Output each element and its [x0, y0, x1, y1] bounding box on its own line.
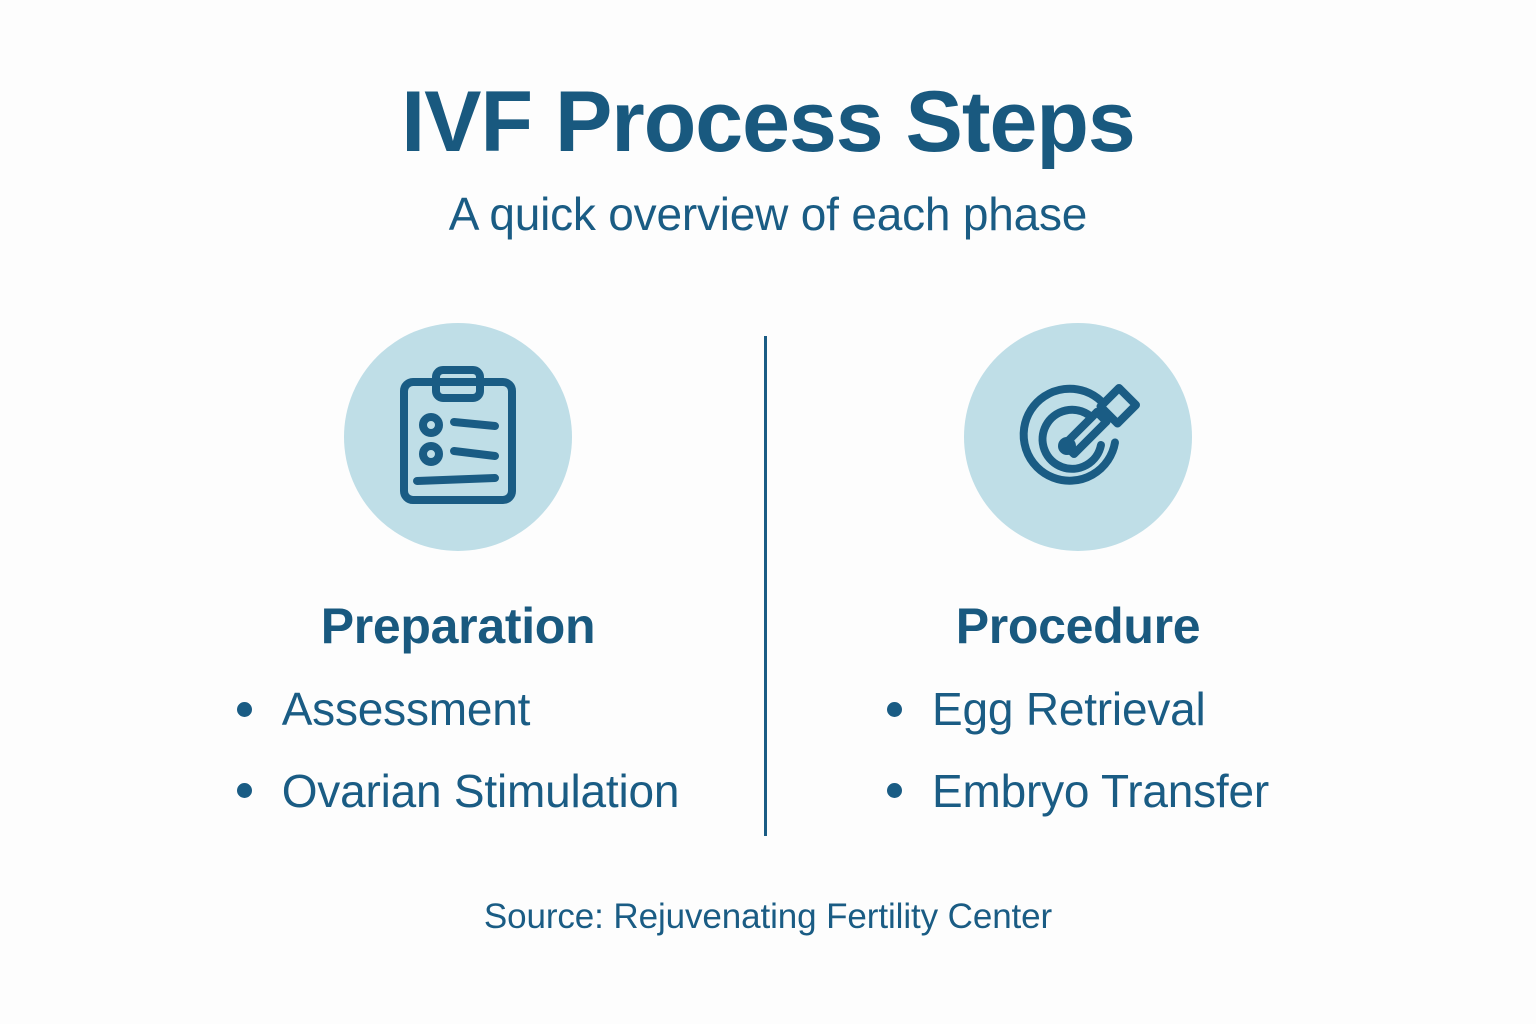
bullet-dot-icon: [236, 701, 252, 717]
list-item: Ovarian Stimulation: [236, 764, 680, 817]
bullet-label: Assessment: [281, 683, 531, 735]
source-attribution: Source: Rejuvenating Fertility Center: [483, 897, 1053, 936]
phase-title-procedure: Procedure: [955, 598, 1201, 654]
preparation-icon-badge: [344, 323, 572, 551]
egg-retrieval-needle-icon: [1005, 364, 1151, 510]
bullet-dot-icon: [887, 783, 902, 799]
bullet-dot-icon: [887, 701, 902, 717]
header: IVF Process Steps A quick overview of ea…: [0, 74, 1536, 241]
phase-column-preparation: Preparation Assessment Ovarian Stimulati…: [148, 323, 768, 816]
bullet-list-preparation: Assessment Ovarian Stimulation: [236, 683, 680, 817]
page-subtitle: A quick overview of each phase: [448, 188, 1088, 241]
clipboard-checklist-icon: [392, 366, 524, 508]
list-item: Assessment: [236, 683, 680, 735]
list-item: Egg Retrieval: [887, 684, 1269, 735]
procedure-icon-badge: [964, 323, 1192, 551]
bullet-label: Egg Retrieval: [932, 683, 1206, 735]
bullet-dot-icon: [236, 783, 252, 799]
bullet-label: Ovarian Stimulation: [281, 764, 680, 817]
phase-title-preparation: Preparation: [320, 598, 596, 654]
list-item: Embryo Transfer: [887, 764, 1269, 817]
phase-columns: Preparation Assessment Ovarian Stimulati…: [0, 323, 1536, 863]
column-divider: [764, 336, 767, 836]
bullet-label: Embryo Transfer: [932, 764, 1269, 817]
phase-column-procedure: Procedure Egg Retrieval Embryo Transfer: [768, 323, 1388, 816]
bullet-list-procedure: Egg Retrieval Embryo Transfer: [887, 684, 1269, 816]
page-title: IVF Process Steps: [401, 74, 1135, 170]
